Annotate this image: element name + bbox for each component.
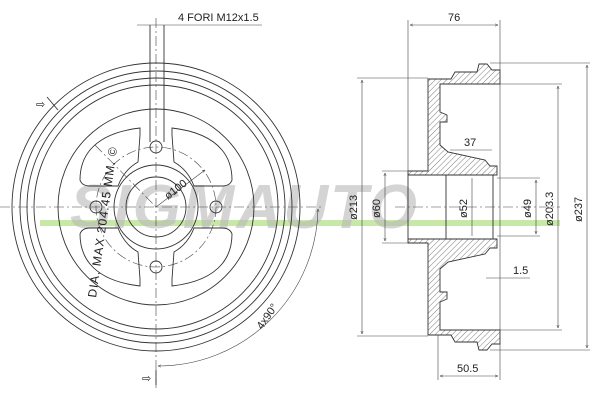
dim-width: 76 — [448, 12, 460, 24]
dim-hub-depth: 37 — [464, 137, 476, 149]
section-arrow-icon: ⇨ — [142, 373, 151, 385]
thread-note: 4 FORI M12x1.5 — [178, 12, 259, 24]
section-view: 76 37 1.5 50.5 ø213 ø60 ø52 ø49 ø203.3 ø… — [348, 12, 590, 380]
dim-drum-depth: 50.5 — [457, 363, 478, 375]
dim-d203: ø203.3 — [544, 192, 556, 226]
angle-note: 4x90° — [255, 302, 281, 332]
dim-d213: ø213 — [348, 195, 360, 220]
section-arrow-icon: ⇨ — [36, 99, 45, 111]
dim-d60: ø60 — [371, 199, 383, 218]
dim-offset: 1.5 — [513, 265, 528, 277]
dim-d237: ø237 — [573, 197, 585, 222]
drum-section-upper — [407, 63, 501, 176]
drum-section-lower — [407, 238, 501, 351]
dim-d49: ø49 — [522, 199, 534, 218]
dim-d52: ø52 — [458, 199, 470, 218]
